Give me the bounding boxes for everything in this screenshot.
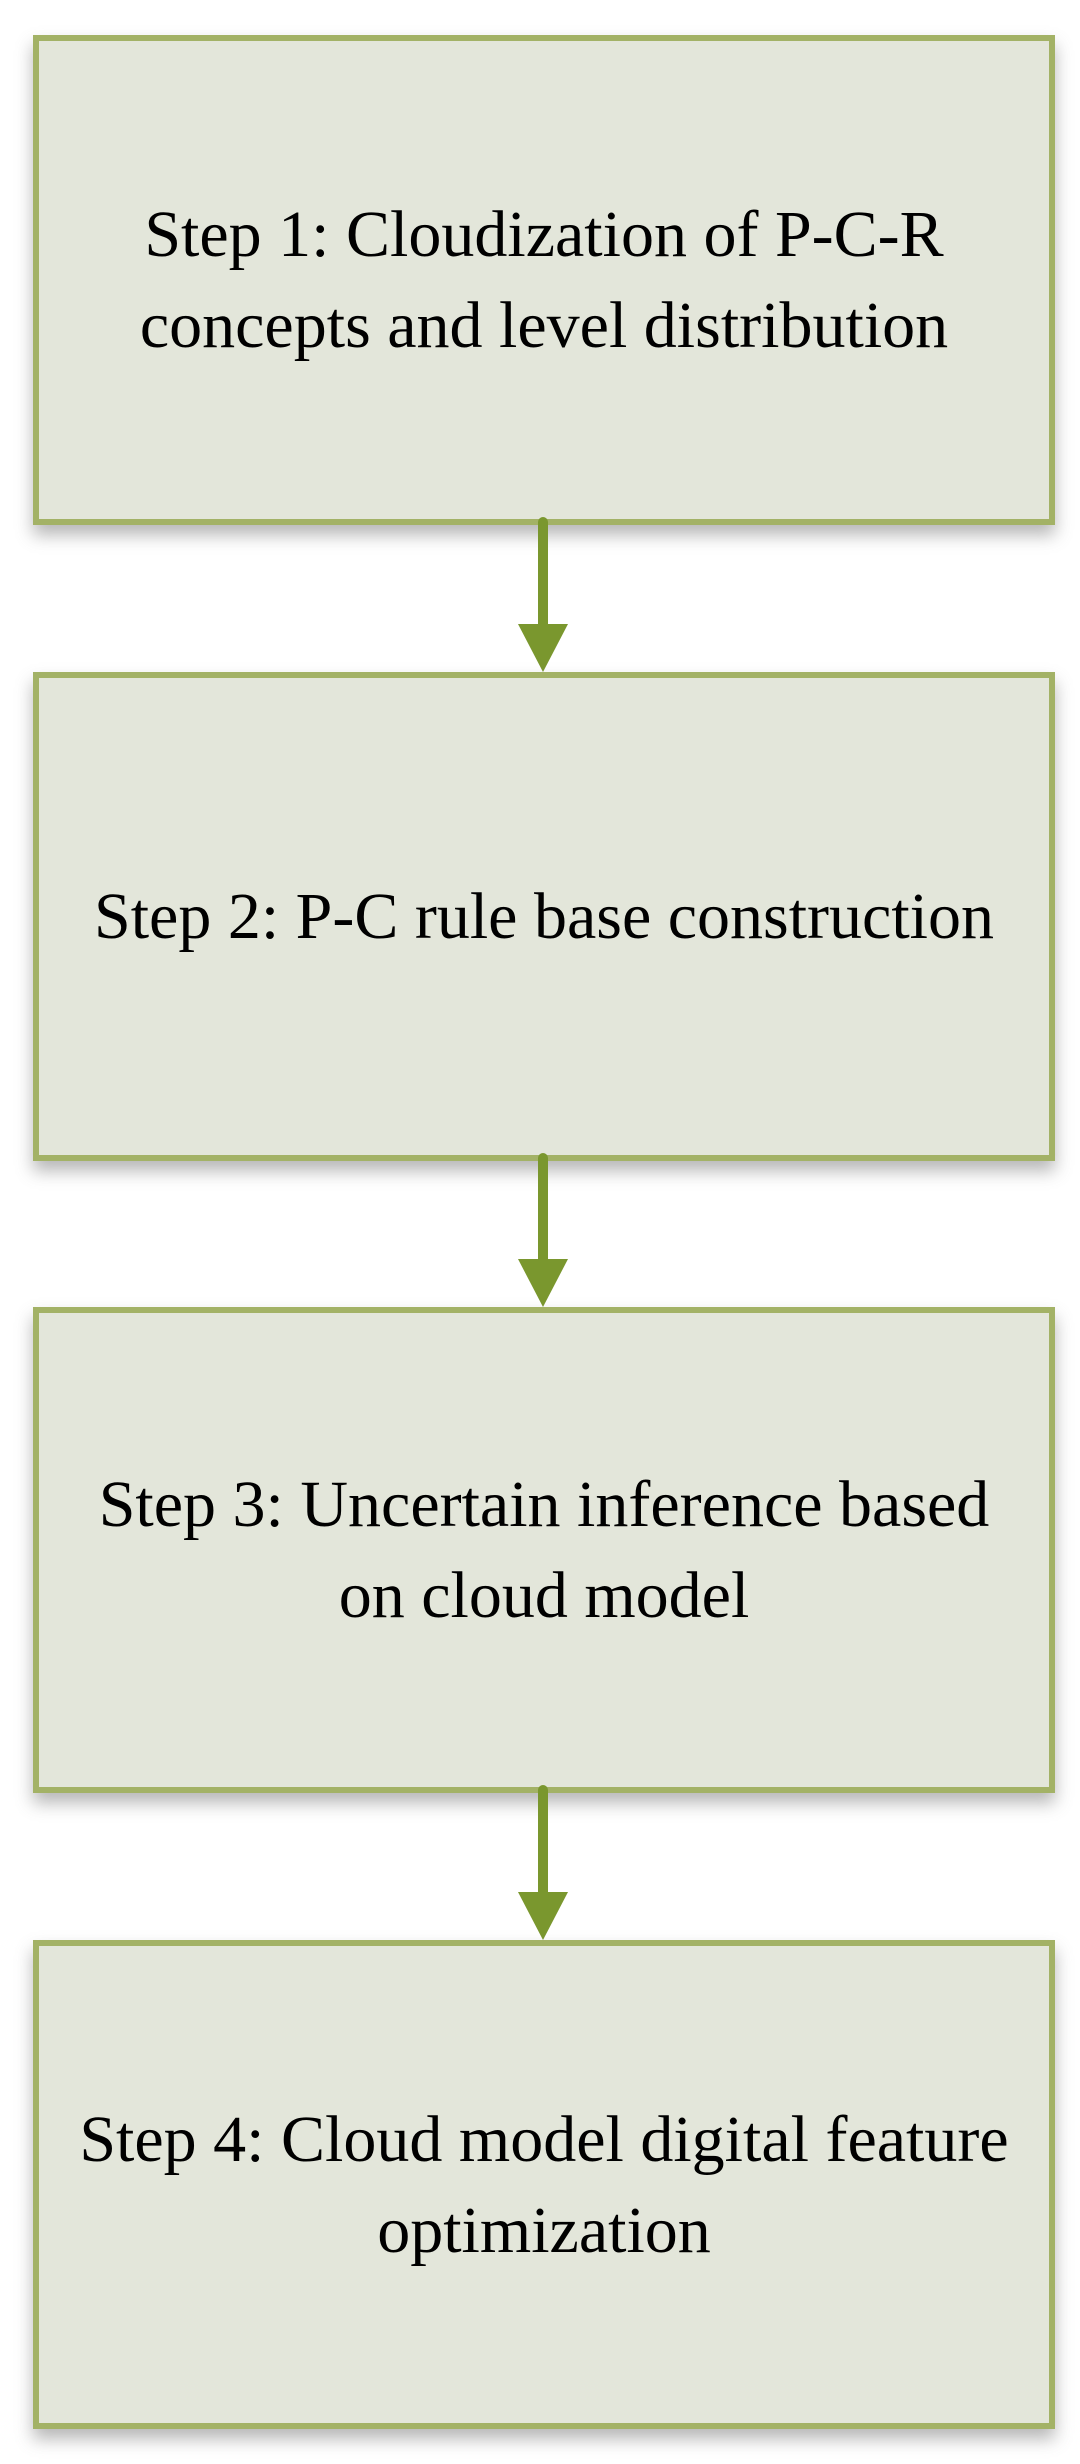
step-2-line-1: Step 2: P-C rule base construction — [93, 880, 995, 953]
arrow-down-icon — [518, 624, 568, 672]
step-1-label: Step 1: Cloudization of P-C-R concepts a… — [130, 189, 958, 371]
step-3-box: Step 3: Uncertain inference based on clo… — [33, 1307, 1055, 1793]
step-1-line-2: concepts and level distribution — [139, 289, 949, 362]
step-2-label: Step 2: P-C rule base construction — [84, 871, 1004, 962]
arrow-shaft — [538, 517, 548, 625]
step-2-box: Step 2: P-C rule base construction — [33, 672, 1055, 1161]
step-4-label: Step 4: Cloud model digital feature opti… — [69, 2094, 1018, 2276]
arrow-shaft — [538, 1153, 548, 1261]
step-1-line-1: Step 1: Cloudization of P-C-R — [144, 198, 944, 271]
step-4-line-1: Step 4: Cloud model digital feature — [79, 2102, 1009, 2176]
step-3-label: Step 3: Uncertain inference based on clo… — [89, 1459, 1000, 1641]
arrow-down-icon — [518, 1892, 568, 1940]
step-3-line-1: Step 3: Uncertain inference based — [98, 1468, 990, 1541]
step-4-box: Step 4: Cloud model digital feature opti… — [33, 1940, 1055, 2429]
arrow-down-icon — [518, 1259, 568, 1307]
arrow-shaft — [538, 1785, 548, 1893]
step-4-line-2: optimization — [377, 2193, 711, 2267]
step-3-line-2: on cloud model — [338, 1559, 750, 1632]
step-1-box: Step 1: Cloudization of P-C-R concepts a… — [33, 35, 1055, 525]
